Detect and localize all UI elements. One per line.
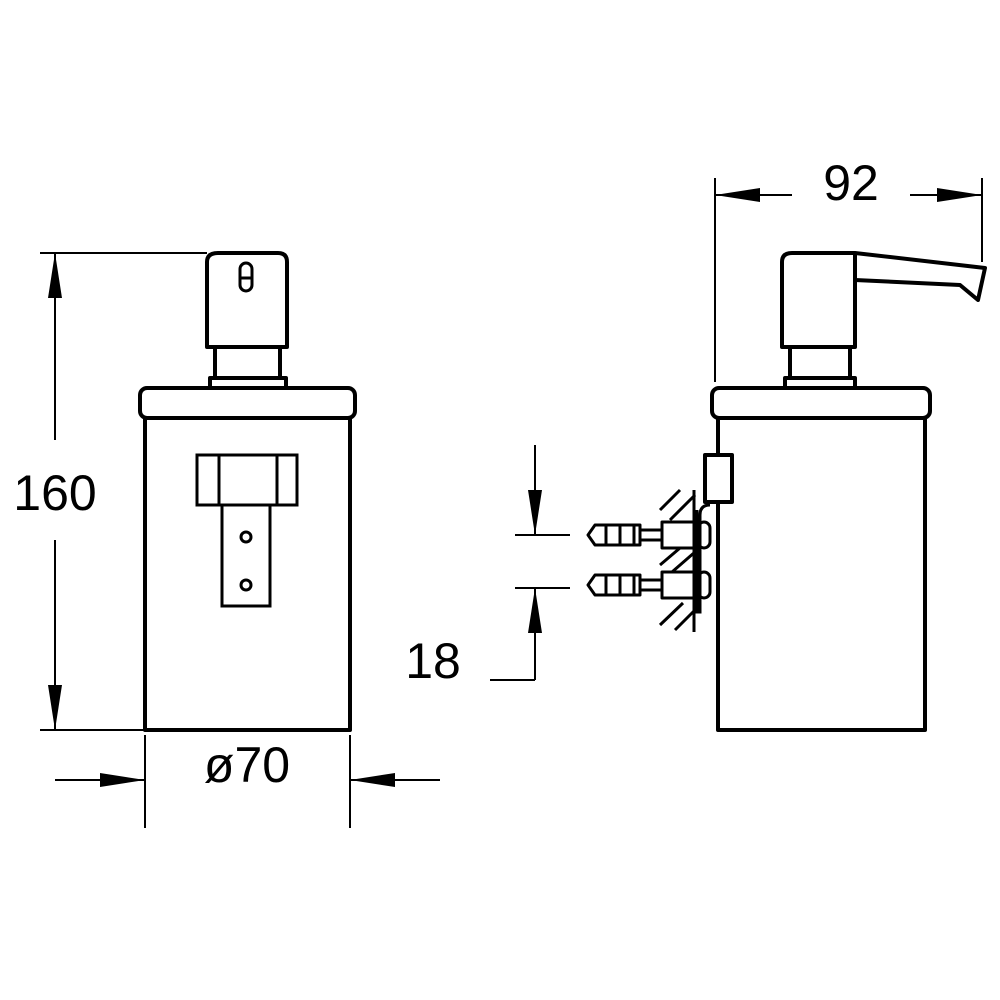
height-dimension: 160 — [13, 252, 207, 731]
wall-clip — [703, 453, 734, 504]
body — [716, 416, 927, 732]
diameter-label: ø70 — [204, 737, 290, 793]
lid — [138, 386, 357, 420]
front-view-dispenser — [138, 251, 357, 732]
bracket — [195, 453, 299, 507]
arrow-up-icon — [48, 253, 62, 298]
arrow-left-icon — [715, 188, 760, 202]
screw-spacing-dimension: 18 — [405, 445, 570, 689]
arrow-left-icon — [350, 773, 395, 787]
pump-neck — [213, 345, 282, 380]
arrow-up-icon — [528, 588, 542, 633]
bracket-strip — [220, 503, 272, 608]
height-label: 160 — [13, 465, 96, 521]
arrow-right-icon — [100, 773, 145, 787]
diameter-dimension: ø70 — [55, 735, 440, 828]
wall-hatching — [658, 488, 697, 632]
pump-head-with-spout — [780, 251, 987, 349]
body — [143, 416, 352, 732]
depth-dimension: 92 — [714, 155, 983, 382]
screw-top — [586, 520, 712, 550]
screw-spacing-label: 18 — [405, 633, 461, 689]
side-view-dispenser — [586, 251, 987, 732]
depth-label: 92 — [823, 155, 879, 211]
pump-head — [205, 251, 289, 349]
arrow-down-icon — [48, 685, 62, 730]
screw-hole — [239, 578, 253, 592]
lid — [710, 386, 932, 420]
pump-neck — [788, 345, 852, 380]
screw-hole — [239, 530, 253, 544]
screw-bottom — [586, 570, 712, 600]
arrow-right-icon — [937, 188, 982, 202]
arrow-down-icon — [528, 490, 542, 535]
